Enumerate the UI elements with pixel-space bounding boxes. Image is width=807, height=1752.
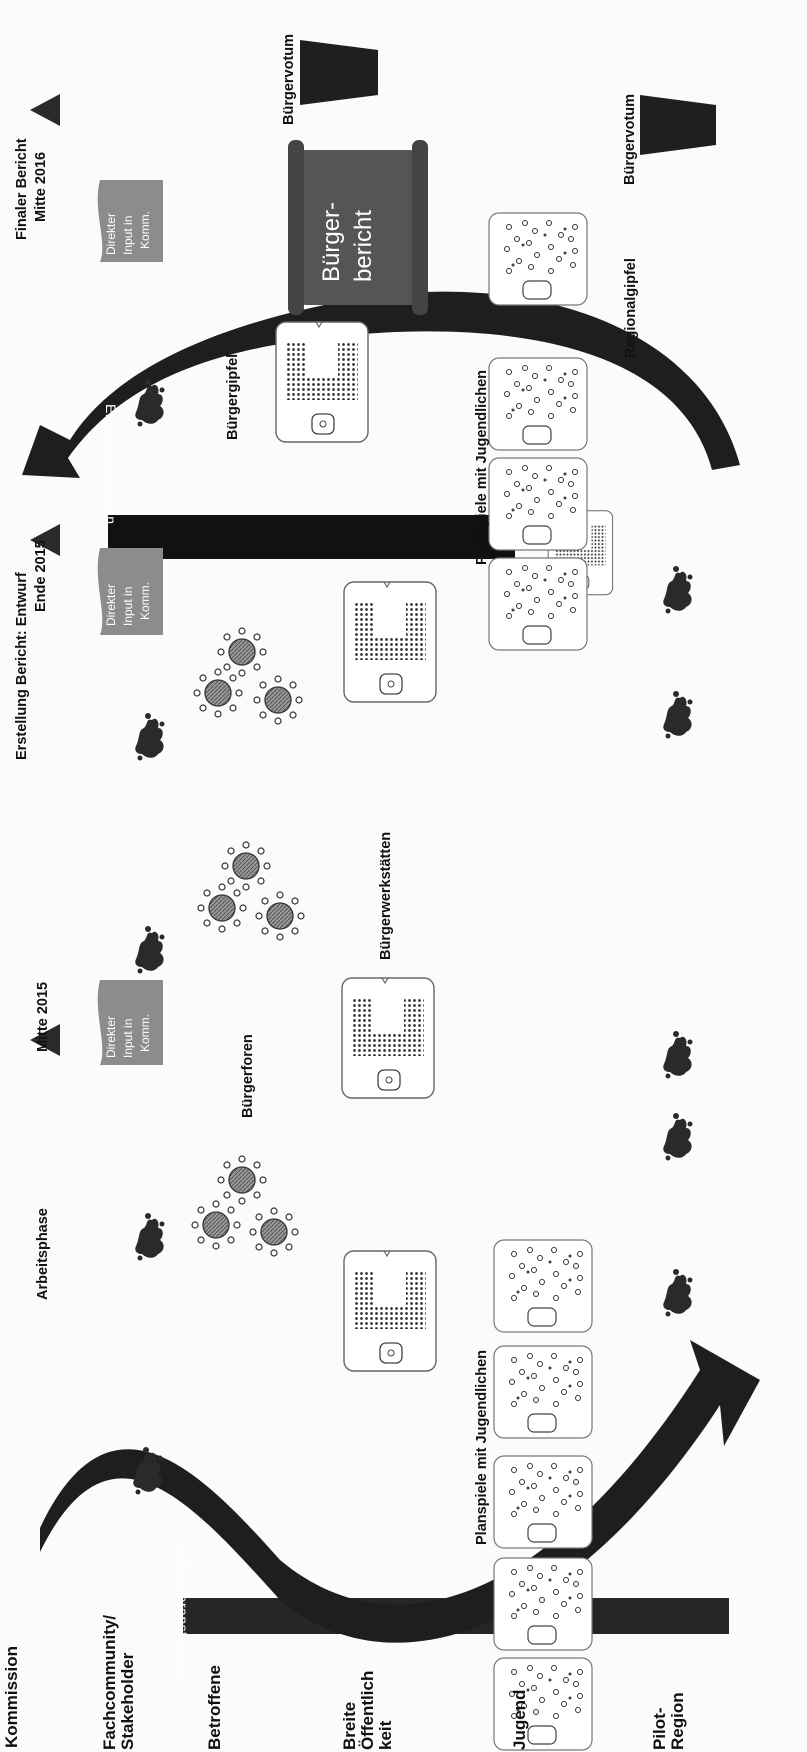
row-label-pilot: Pilot- — [650, 1708, 670, 1751]
row-label-jugend: Jugend — [510, 1690, 530, 1750]
eroerterung-bar — [108, 515, 515, 559]
label-buergergipfel: Bürgergipfel — [225, 354, 241, 440]
label-planspiele-2: Planspiele mit Jugendlichen — [474, 370, 490, 565]
direkter-input-text-3c: Komm. — [138, 211, 152, 249]
row-label-keit: keit — [376, 1721, 396, 1750]
label-buergerwerkstaetten: Bürgerwerkstätten — [378, 832, 394, 960]
buergerforen-cluster-3 — [194, 628, 302, 724]
direkter-input-text-1a: Direkter — [104, 1016, 118, 1058]
row-label-oeffentlich: Öffentlich — [358, 1671, 378, 1750]
milestone-triangle-mitte-2016 — [30, 94, 60, 126]
row-label-breite: Breite — [340, 1702, 360, 1750]
hall-icon-3 — [344, 582, 436, 702]
row-label-region: Region — [668, 1692, 688, 1750]
direkter-input-text-2b: Input in — [121, 587, 135, 626]
hall-icon-1 — [344, 1251, 436, 1371]
buergerbericht-text-1: Bürger- — [318, 202, 346, 282]
planspiel-room-7 — [489, 458, 587, 550]
buergerforen-cluster-2 — [198, 842, 304, 940]
direkter-input-text-2c: Komm. — [138, 582, 152, 620]
eroerterung-bar-label: Erörterungstermin — [103, 404, 119, 525]
milestone-entwurf-title: Erstellung Bericht: Entwurf — [14, 572, 30, 760]
crowd-icon-10 — [663, 566, 692, 614]
crowd-icon-6 — [663, 1269, 692, 1317]
planspiel-room-1 — [494, 1658, 592, 1750]
planspiel-room-5 — [494, 1240, 592, 1332]
milestone-entwurf-date: Ende 2015 — [33, 540, 49, 612]
milestone-final-title: Finaler Bericht — [14, 138, 30, 240]
label-buergervotum-1: Bürgervotum — [281, 34, 297, 125]
planspiel-room-8 — [489, 358, 587, 450]
direkter-input-text-3a: Direkter — [104, 213, 118, 255]
label-planspiele-1: Planspiele mit Jugendlichen — [474, 1350, 490, 1545]
direkter-input-text-1c: Komm. — [138, 1014, 152, 1052]
auftakt-bar-label: Auftaktveranstaltung — [175, 1540, 191, 1678]
planspiel-room-2 — [494, 1558, 592, 1650]
hall-icon-2 — [342, 978, 434, 1098]
crowd-icon-8 — [663, 1031, 692, 1079]
row-label-fachcommunity: Fachcommunity/ — [100, 1615, 120, 1750]
buergerforen-cluster-1 — [192, 1156, 298, 1256]
crowd-icon-9 — [663, 691, 692, 739]
crowd-icon-2 — [135, 1213, 164, 1261]
buergervotum-shape-1 — [300, 40, 378, 105]
milestone-mitte-2015: Mitte 2015 — [35, 982, 51, 1052]
planspiel-room-3 — [494, 1456, 592, 1548]
crowd-icon-3 — [135, 926, 164, 974]
planspiel-room-6 — [489, 558, 587, 650]
label-buergervotum-2: Bürgervotum — [622, 94, 638, 185]
buergerbericht-text-2: bericht — [350, 210, 378, 282]
row-label-stakeholder: Stakeholder — [118, 1653, 138, 1750]
crowd-icon-7 — [663, 1113, 692, 1161]
buergervotum-shape-2 — [640, 95, 716, 155]
label-regionalgipfel: Regionalgipfel — [623, 258, 639, 358]
label-buergerforen: Bürgerforen — [240, 1034, 256, 1118]
crowd-icon-4 — [135, 713, 164, 761]
planspiel-room-9 — [489, 213, 587, 305]
direkter-input-text-2a: Direkter — [104, 584, 118, 626]
direkter-input-text-1b: Input in — [121, 1019, 135, 1058]
milestone-final-date: Mitte 2016 — [33, 152, 49, 222]
direkter-input-text-3b: Input in — [121, 216, 135, 255]
row-label-kommission: Kommission — [2, 1646, 22, 1748]
milestone-arbeitsphase: Arbeitsphase — [35, 1208, 51, 1300]
planspiel-room-4 — [494, 1346, 592, 1438]
hall-icon-4 — [276, 322, 368, 442]
row-label-betroffene: Betroffene — [205, 1665, 225, 1750]
